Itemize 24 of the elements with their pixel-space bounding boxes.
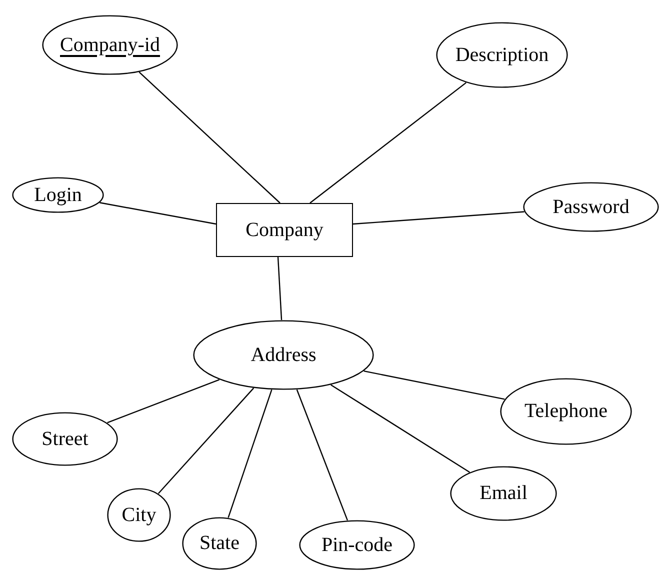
attribute-name: Address <box>250 342 316 368</box>
entity-name: Company <box>246 218 324 242</box>
connector-line <box>107 379 220 424</box>
attribute-name: Email <box>480 481 528 506</box>
connector-line <box>277 256 282 320</box>
connector-line <box>296 389 348 521</box>
attribute-name: State <box>200 531 240 556</box>
attribute-name: Login <box>34 182 82 208</box>
connector-line <box>100 202 216 225</box>
attribute-name: Password <box>552 194 630 220</box>
connector-line <box>228 390 272 518</box>
attribute-name: City <box>122 502 156 528</box>
connector-line <box>352 211 524 225</box>
connector-line <box>310 82 466 204</box>
attribute-name: Pin-code <box>321 532 393 558</box>
connector-line <box>330 384 470 473</box>
attribute-name: Telephone <box>524 399 608 424</box>
connector-line <box>364 370 505 400</box>
connector-line <box>138 72 280 204</box>
attribute-name: Street <box>42 426 88 452</box>
entity-box <box>216 203 353 257</box>
connector-line <box>158 388 254 494</box>
key-attribute-name: Company-id <box>60 32 160 58</box>
attribute-name: Description <box>455 42 549 68</box>
